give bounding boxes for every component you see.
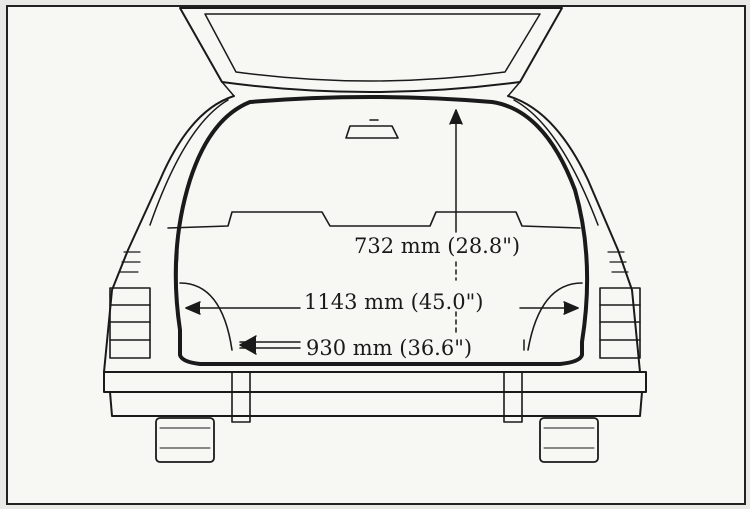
left-tail-light	[109, 287, 151, 359]
right-tire	[539, 417, 599, 463]
height-dimension-label: 732 mm (28.8")	[354, 234, 520, 258]
rear-bumper	[103, 371, 647, 423]
floor-line	[176, 251, 181, 331]
width-arches-dimension-label: 930 mm (36.6")	[306, 336, 472, 360]
right-wheel-arch	[527, 282, 583, 351]
liftgate-open	[179, 7, 563, 97]
height-dimension-arrow	[449, 109, 463, 333]
width-max-dimension-arrows	[185, 301, 579, 315]
rear-body-outline	[103, 95, 641, 373]
right-tail-light	[599, 287, 641, 359]
width-max-dimension-label: 1143 mm (45.0")	[304, 290, 483, 314]
cargo-opening-seal	[173, 95, 590, 366]
seat-back-outline	[167, 211, 581, 229]
diagram-frame	[6, 5, 746, 505]
left-wheel-arch	[179, 282, 233, 351]
left-tire	[155, 417, 215, 463]
stop-light	[345, 119, 399, 139]
width-arches-dimension-arrow	[239, 335, 525, 355]
